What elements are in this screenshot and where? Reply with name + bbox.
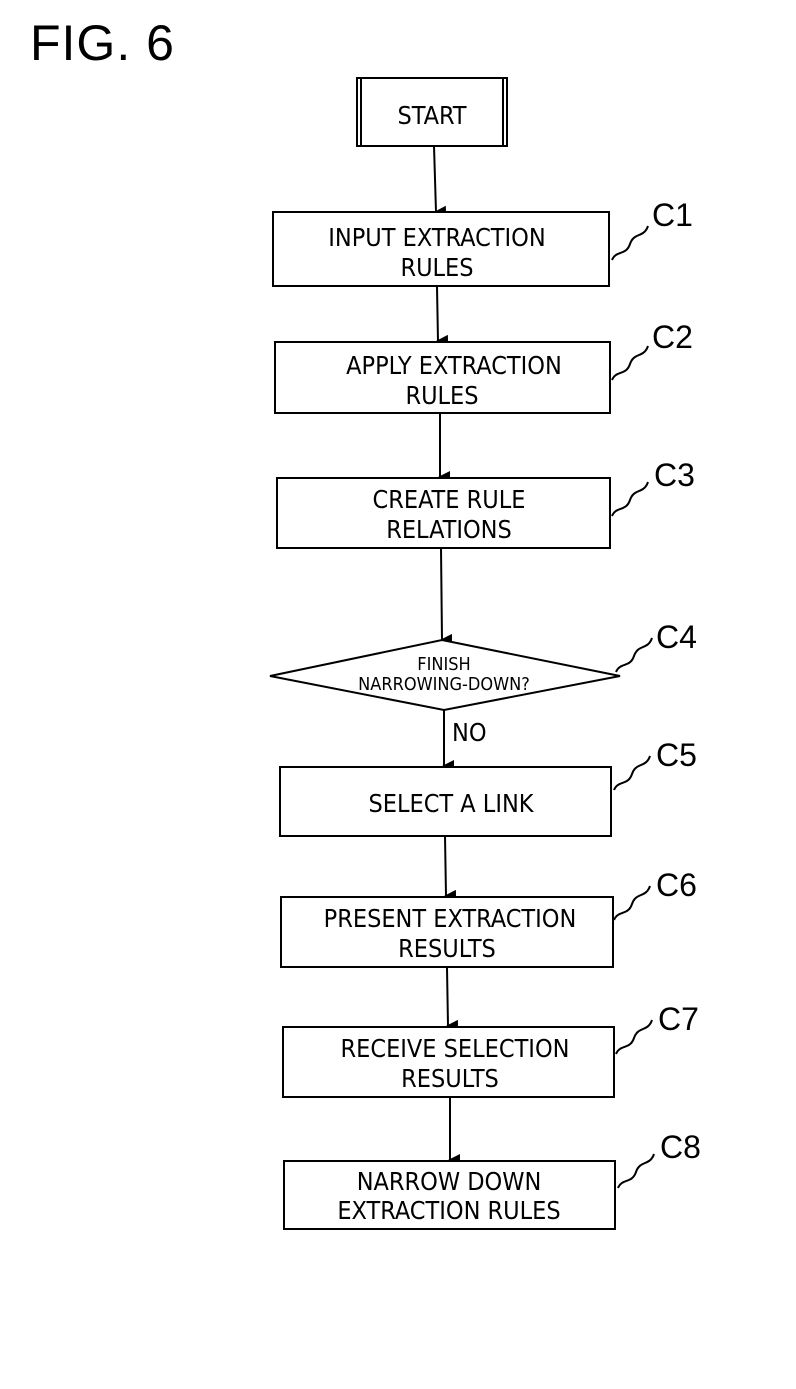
step-c2-id: C2 [652,319,693,355]
step-c4-line-1: FINISH [417,654,470,675]
step-c5: SELECT A LINK [279,766,612,837]
callout-c8: C8 [617,1129,701,1189]
step-c6: PRESENT EXTRACTION RESULTS [280,896,614,968]
step-c4-decision: FINISH NARROWING-DOWN? [269,638,621,712]
step-c4-id: C4 [656,619,697,655]
step-c7-line-1: RECEIVE SELECTION [341,1034,570,1063]
step-c8-line-2: EXTRACTION RULES [337,1196,560,1225]
step-c1-line-1: INPUT EXTRACTION [328,223,545,252]
step-c8-line-1: NARROW DOWN [357,1167,542,1196]
step-c5-line-1: SELECT A LINK [368,789,534,818]
callout-c1: C1 [611,197,693,261]
step-c4-line-2: NARROWING-DOWN? [358,674,530,695]
step-c7-id: C7 [658,1001,699,1037]
arrow-c5-c6 [444,835,457,902]
callout-c7: C7 [615,1001,699,1055]
step-c2-line-2: RULES [405,381,478,410]
callout-c5: C5 [613,737,697,791]
step-c5-id: C5 [656,737,697,773]
callout-c2: C2 [611,319,693,381]
step-c3-line-2: RELATIONS [386,515,512,544]
start-label: START [398,101,467,130]
step-c1: INPUT EXTRACTION RULES [272,211,610,287]
callout-c4: C4 [615,619,697,673]
step-c1-line-2: RULES [400,253,473,282]
callout-c3: C3 [611,457,695,517]
arrow-c6-c7 [446,967,459,1032]
step-c3-id: C3 [654,457,695,493]
callout-c6: C6 [613,867,697,921]
step-c6-line-2: RESULTS [398,934,496,963]
step-c7: RECEIVE SELECTION RESULTS [282,1026,615,1098]
step-c6-line-1: PRESENT EXTRACTION [324,904,577,933]
connectors [433,145,460,1166]
figure-title: FIG. 6 [30,15,175,71]
branch-no-label: NO [452,718,487,747]
step-c7-line-2: RESULTS [401,1064,499,1093]
arrow-start-c1 [433,145,447,218]
step-c3-line-1: CREATE RULE [373,485,526,514]
step-c8: NARROW DOWN EXTRACTION RULES [283,1160,616,1230]
step-c1-id: C1 [652,197,693,233]
start-node: START [356,77,508,147]
step-c8-id: C8 [660,1129,701,1165]
step-c2-line-1: APPLY EXTRACTION [346,351,562,380]
step-c6-id: C6 [656,867,697,903]
arrow-c1-c2 [436,286,449,347]
step-c2: APPLY EXTRACTION RULES [274,341,611,414]
step-c3: CREATE RULE RELATIONS [276,477,611,549]
arrow-c3-c4 [440,547,453,646]
